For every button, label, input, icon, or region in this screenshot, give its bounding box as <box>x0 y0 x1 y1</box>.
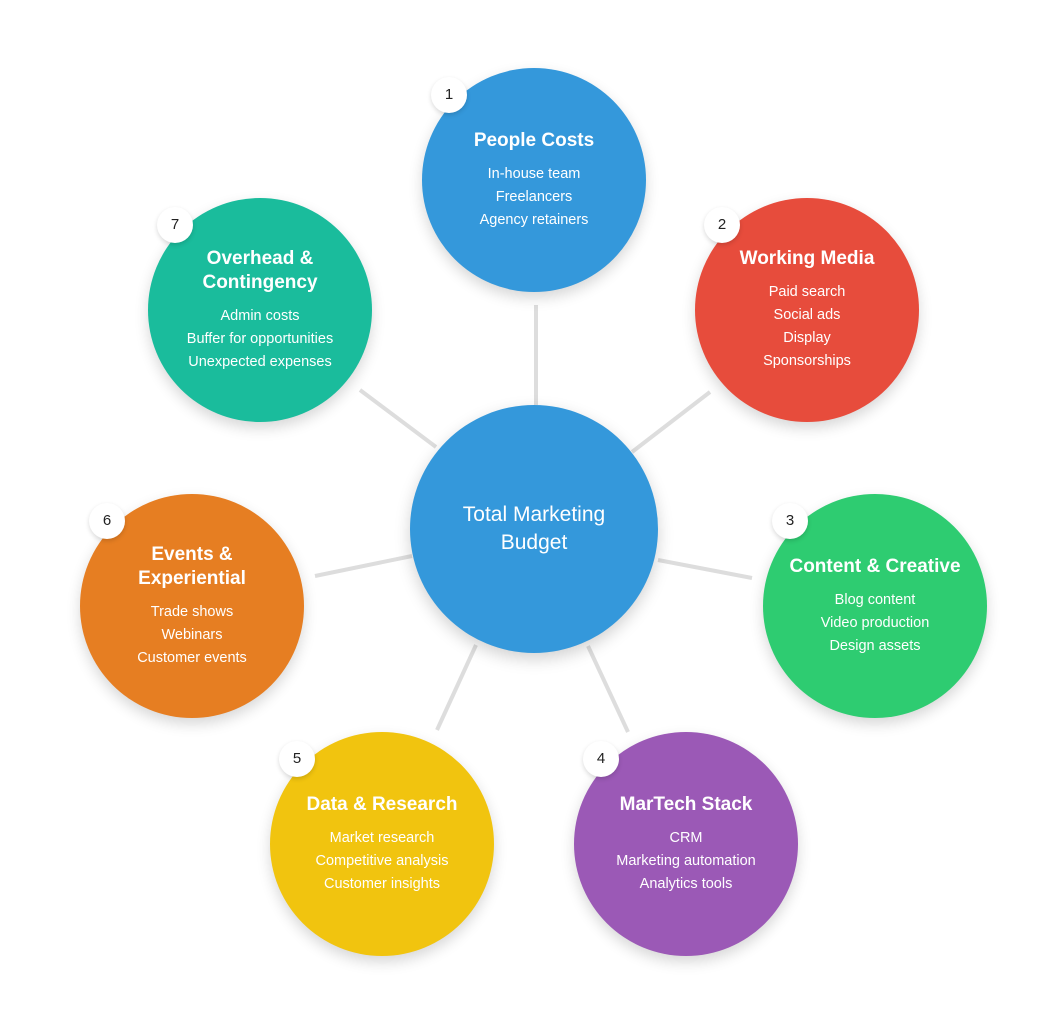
category-item: Display <box>783 330 831 346</box>
category-item: Blog content <box>834 591 916 608</box>
connector-events-experiential <box>314 554 413 578</box>
category-item: Social ads <box>773 307 841 323</box>
connector-martech-stack <box>586 645 630 733</box>
category-item: Customer insights <box>323 875 441 892</box>
category-title: Data & Research <box>306 793 458 815</box>
category-item: Unexpected expenses <box>188 353 332 370</box>
category-title: People Costs <box>473 129 595 151</box>
category-item: Analytics tools <box>639 875 733 892</box>
category-title: Overhead & Contingency <box>202 247 318 293</box>
connector-working-media <box>630 390 712 454</box>
category-item: Sponsorships <box>763 353 851 369</box>
category-item: Webinars <box>161 626 223 643</box>
category-number-badge: 5 <box>279 741 315 777</box>
category-number-badge: 6 <box>89 503 125 539</box>
category-item: Customer events <box>137 649 247 666</box>
category-item: Agency retainers <box>479 211 589 228</box>
category-items: Blog content Video production Design ass… <box>821 589 930 658</box>
category-item: Competitive analysis <box>315 852 449 869</box>
category-number-badge: 4 <box>583 741 619 777</box>
category-items: Market research Competitive analysis Cus… <box>316 827 449 896</box>
connector-overhead-contingency <box>358 388 438 449</box>
category-number-badge: 3 <box>772 503 808 539</box>
connector-data-research <box>435 644 478 731</box>
category-item: In-house team <box>487 165 581 182</box>
connector-content-creative <box>657 558 753 580</box>
category-item: Market research <box>329 829 435 846</box>
category-items: Paid search Social ads Display Sponsorsh… <box>763 281 851 373</box>
category-items: Admin costs Buffer for opportunities Une… <box>187 305 333 374</box>
center-label: Total Marketing Budget <box>462 503 606 554</box>
category-number-badge: 1 <box>431 77 467 113</box>
category-people-costs: People Costs In-house team Freelancers A… <box>422 68 646 292</box>
center-node: Total Marketing Budget <box>410 405 658 653</box>
category-item: Buffer for opportunities <box>186 330 334 347</box>
category-data-research: Data & Research Market research Competit… <box>270 732 494 956</box>
category-item: Freelancers <box>495 188 573 205</box>
category-item: Admin costs <box>220 307 300 324</box>
category-title: Events & Experiential <box>138 543 246 589</box>
category-number-badge: 2 <box>704 207 740 243</box>
category-items: In-house team Freelancers Agency retaine… <box>480 163 589 232</box>
category-item: Video production <box>820 614 930 631</box>
category-title: Content & Creative <box>789 555 961 577</box>
category-working-media: Working Media Paid search Social ads Dis… <box>695 198 919 422</box>
category-item: Trade shows <box>150 603 234 620</box>
category-number-badge: 7 <box>157 207 193 243</box>
category-title: MarTech Stack <box>619 793 753 815</box>
category-item: CRM <box>669 829 703 846</box>
category-items: Trade shows Webinars Customer events <box>137 601 247 670</box>
category-items: CRM Marketing automation Analytics tools <box>616 827 755 896</box>
category-item: Design assets <box>829 637 921 654</box>
category-item: Marketing automation <box>616 852 756 869</box>
category-item: Paid search <box>768 284 846 300</box>
category-title: Working Media <box>739 248 875 269</box>
